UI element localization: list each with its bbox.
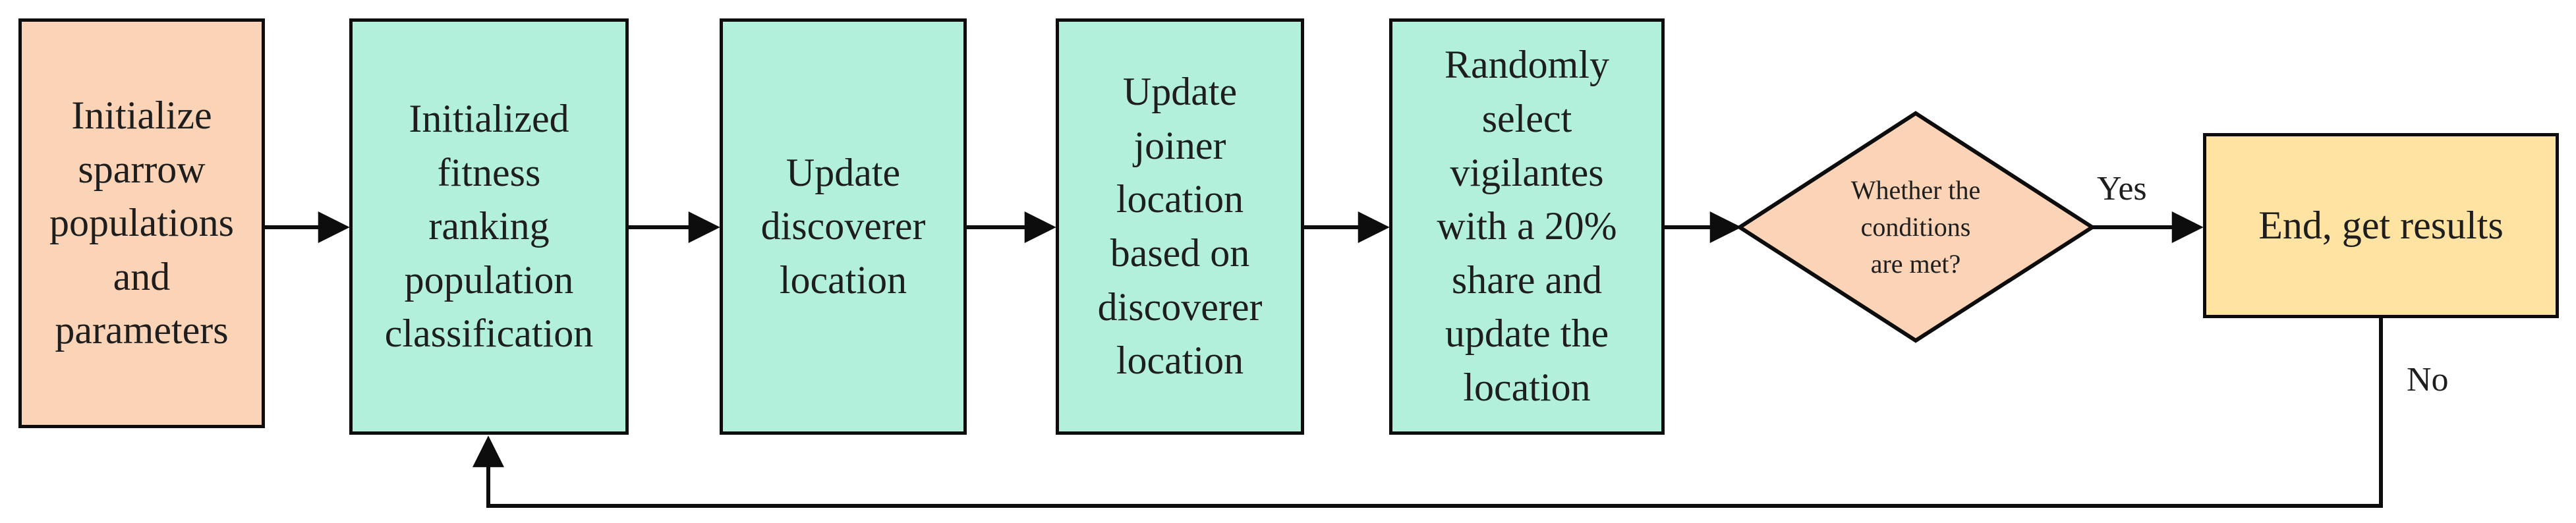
arrow-no-loop-to-fitness (472, 318, 2383, 508)
node-fitness-ranking-label: Initialized fitness ranking population c… (384, 97, 594, 356)
decision-diamond-condition (1736, 111, 2096, 343)
node-condition-label: Whether the conditions are met? (1797, 148, 2034, 306)
node-initialize-populations: Initialize sparrow populations and param… (18, 18, 265, 428)
edge-label-yes: Yes (2097, 170, 2147, 207)
node-initialize-populations-label: Initialize sparrow populations and param… (49, 94, 234, 352)
node-update-discoverer: Update discoverer location (720, 18, 967, 435)
node-end-results-label: End, get results (2258, 203, 2504, 247)
node-update-joiner-label: Update joiner location based on discover… (1097, 70, 1263, 383)
node-update-joiner: Update joiner location based on discover… (1056, 18, 1304, 435)
edge-label-no: No (2407, 361, 2449, 399)
node-fitness-ranking: Initialized fitness ranking population c… (349, 18, 629, 435)
node-select-vigilantes: Randomly select vigilantes with a 20% sh… (1389, 18, 1665, 435)
node-update-discoverer-label: Update discoverer location (760, 150, 926, 302)
condition-question-text: Whether the conditions are met? (1850, 175, 1981, 279)
node-end-results: End, get results (2203, 133, 2559, 318)
node-select-vigilantes-label: Randomly select vigilantes with a 20% sh… (1437, 43, 1617, 409)
